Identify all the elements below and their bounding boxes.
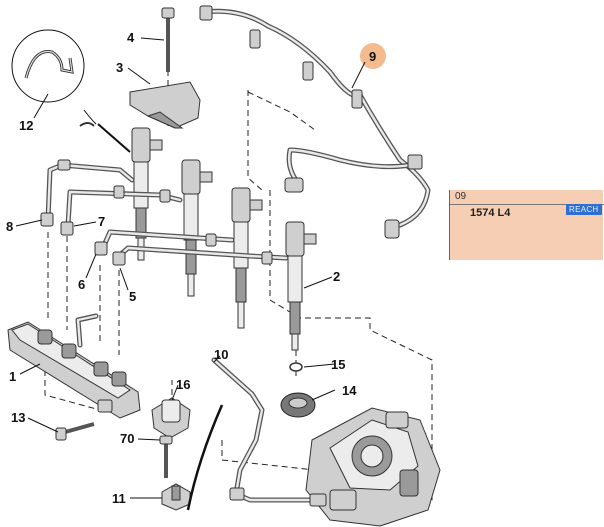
dashed-guides (44, 70, 433, 513)
callout-10: 10 (214, 347, 228, 362)
callout-3: 3 (116, 60, 123, 75)
callout-7: 7 (98, 214, 105, 229)
pipe-nuts (40, 159, 273, 266)
callout-16: 16 (176, 377, 190, 392)
part-number: 1574 L4 (470, 207, 511, 219)
clip-detail (11, 29, 131, 153)
callout-5: 5 (129, 289, 136, 304)
callout-11: 11 (112, 491, 126, 506)
injector-2 (181, 159, 213, 297)
washer-14 (280, 392, 316, 418)
reference-code: 09 (455, 191, 467, 202)
feed-pipe (186, 357, 313, 511)
callout-14: 14 (342, 383, 357, 398)
callout-2: 2 (333, 269, 340, 284)
bolt-13 (55, 422, 95, 441)
injector-clamp (129, 7, 201, 129)
callout-4: 4 (127, 30, 135, 45)
seal-15 (289, 362, 303, 372)
callout-1: 1 (9, 369, 16, 384)
injector-3 (231, 187, 263, 329)
pressure-sensor (151, 397, 191, 439)
callout-15: 15 (331, 357, 345, 372)
callout-8: 8 (6, 219, 13, 234)
bracket-11 (161, 483, 191, 511)
panel-divider (450, 204, 604, 205)
injector-4 (285, 221, 317, 351)
callout-6: 6 (78, 277, 85, 292)
callout-12: 12 (19, 118, 33, 133)
callout-13: 13 (11, 410, 25, 425)
bolt-70 (159, 435, 173, 478)
callout-70: 70 (120, 431, 134, 446)
high-pressure-pump (305, 407, 441, 527)
reach-badge[interactable]: REACH (566, 204, 602, 215)
common-rail (7, 313, 141, 419)
leak-off-hose (199, 5, 431, 239)
callouts: 4 3 9 12 8 7 6 5 2 1 13 10 16 15 14 70 1… (6, 30, 376, 506)
callout-9: 9 (369, 49, 376, 64)
leader-lines (15, 37, 366, 499)
callout-9-highlight (360, 43, 386, 69)
part-reference-panel[interactable]: 09 1574 L4 REACH (449, 190, 604, 260)
